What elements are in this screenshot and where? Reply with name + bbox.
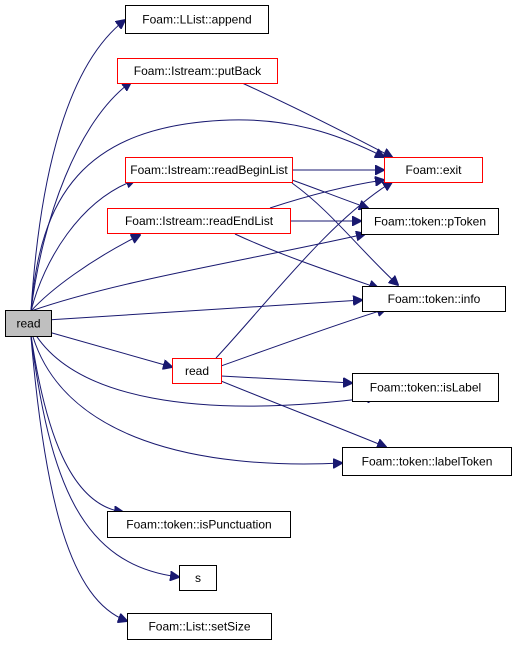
- node-label: Foam::token::pToken: [374, 215, 486, 229]
- node-llist-append[interactable]: Foam::LList::append: [125, 5, 269, 34]
- node-box: [107, 511, 291, 538]
- node-box: [127, 613, 272, 640]
- edge-readbeginlist-to-token-ptoken: [291, 179, 368, 208]
- node-label: read: [16, 317, 40, 331]
- node-box: [352, 373, 499, 402]
- node-box: [362, 286, 506, 312]
- edge-readinner-to-token-islabel: [220, 375, 352, 383]
- node-token-labeltoken[interactable]: Foam::token::labelToken: [342, 447, 512, 476]
- edge-readendlist-to-foam-exit: [269, 180, 384, 209]
- edge-read-to-token-ptoken: [30, 234, 365, 312]
- node-node-s[interactable]: s: [179, 565, 217, 591]
- node-root-read[interactable]: read: [5, 310, 52, 337]
- node-label: Foam::Istream::readBeginList: [130, 163, 288, 177]
- node-read-inner[interactable]: read: [172, 358, 222, 384]
- node-istream-putback[interactable]: Foam::Istream::putBack: [117, 58, 278, 84]
- edge-read-to-read-inner: [30, 326, 172, 367]
- edge-read-to-token-info: [30, 300, 362, 322]
- node-box: [342, 447, 512, 476]
- node-box: [5, 310, 52, 337]
- node-label: Foam::token::info: [388, 292, 481, 306]
- node-label: Foam::LList::append: [142, 13, 251, 27]
- node-label: Foam::token::isPunctuation: [126, 518, 271, 532]
- node-box: [384, 157, 483, 183]
- edge-read-to-foam-exit: [30, 119, 384, 312]
- edge-readinner-to-token-info: [220, 309, 386, 367]
- edge-read-to-token-islabel: [30, 326, 376, 407]
- edge-read-to-token-labeltoken: [30, 329, 342, 464]
- edge-readinner-to-token-labeltoken: [220, 380, 386, 447]
- node-label: Foam::List::setSize: [148, 620, 250, 634]
- edge-readinner-to-foam-exit: [215, 182, 392, 359]
- node-label: Foam::Istream::readEndList: [125, 214, 274, 228]
- edge-readbeginlist-to-token-info: [291, 182, 398, 285]
- edge-putback-to-foam-exit: [239, 81, 392, 157]
- node-istream-readbeginlist[interactable]: Foam::Istream::readBeginList: [125, 157, 293, 183]
- edge-readendlist-to-token-info: [234, 233, 378, 288]
- edge-read-to-llist-append: [30, 20, 125, 312]
- node-istream-readendlist[interactable]: Foam::Istream::readEndList: [107, 208, 291, 234]
- node-box: [361, 208, 499, 235]
- edge-read-to-token-ispunctuation: [30, 334, 123, 512]
- node-token-ispunctuation[interactable]: Foam::token::isPunctuation: [107, 511, 291, 538]
- node-box: [125, 5, 269, 34]
- edge-read-to-istream-readendlist: [30, 235, 140, 312]
- nodes: read Foam::LList::appendFoam::Istream::pu…: [5, 5, 512, 640]
- node-list-setsize[interactable]: Foam::List::setSize: [127, 613, 272, 640]
- edge-read-to-istream-putback: [30, 82, 131, 312]
- node-label: Foam::exit: [405, 163, 462, 177]
- edges: [30, 20, 398, 621]
- node-foam-exit[interactable]: Foam::exit: [384, 157, 483, 183]
- node-label: Foam::Istream::putBack: [134, 64, 262, 78]
- node-token-islabel[interactable]: Foam::token::isLabel: [352, 373, 499, 402]
- node-token-ptoken[interactable]: Foam::token::pToken: [361, 208, 499, 235]
- edge-read-to-list-setsize: [30, 336, 127, 621]
- edge-read-to-istream-readbeginlist: [30, 180, 135, 312]
- node-label: read: [185, 364, 209, 378]
- node-box: [107, 208, 291, 234]
- node-label: Foam::token::isLabel: [370, 381, 481, 395]
- node-label: s: [195, 571, 201, 585]
- node-box: [117, 58, 278, 84]
- node-box: [172, 358, 222, 384]
- node-token-info[interactable]: Foam::token::info: [362, 286, 506, 312]
- node-box: [125, 157, 293, 183]
- edge-read-to-s: [30, 336, 179, 577]
- node-box: [179, 565, 217, 591]
- node-label: Foam::token::labelToken: [362, 455, 493, 469]
